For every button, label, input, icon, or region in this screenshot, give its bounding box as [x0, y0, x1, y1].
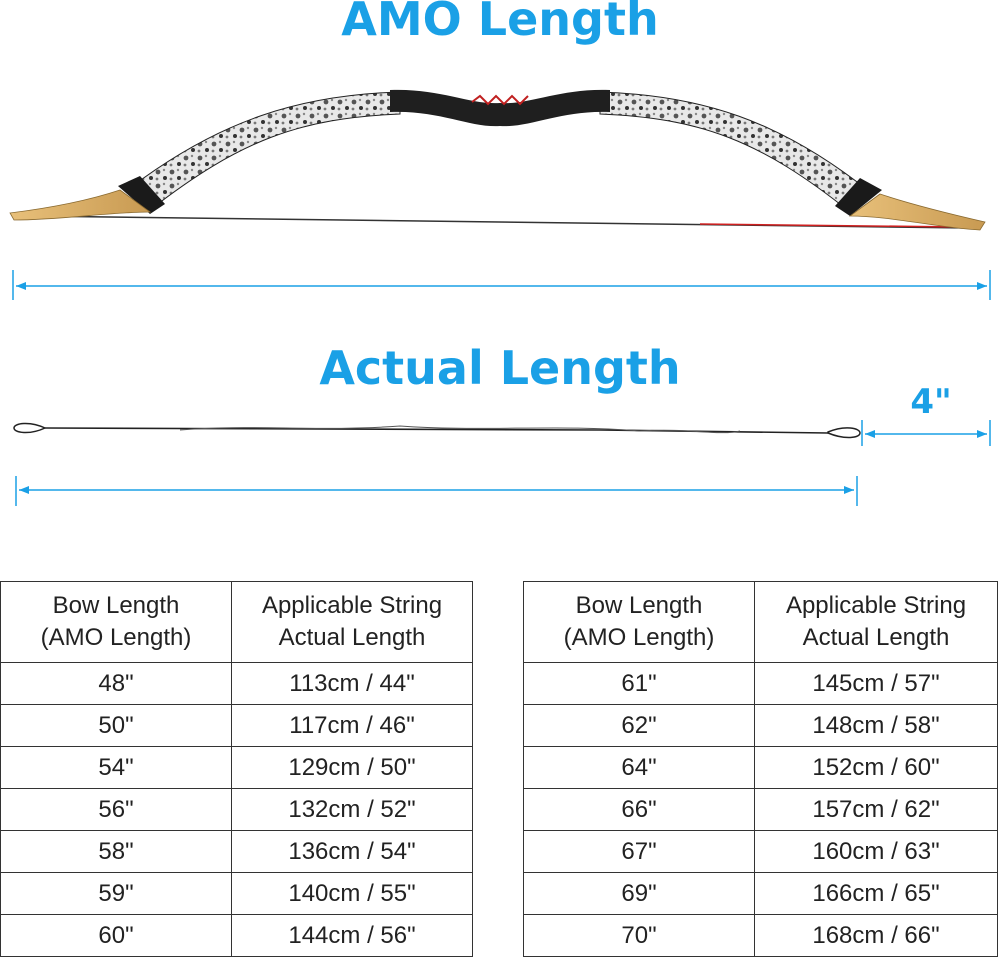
bow-right-limb [599, 91, 871, 213]
string-length-cell: 144cm / 56" [231, 914, 473, 957]
string-length-cell: 157cm / 62" [754, 788, 998, 831]
bow-length-cell: 61" [523, 662, 755, 705]
string-length-cell: 140cm / 55" [231, 872, 473, 915]
amo-length-arrow [12, 270, 991, 300]
string-length-cell: 166cm / 65" [754, 872, 998, 915]
left-limb-wrap [118, 176, 165, 214]
bow-left-limb [129, 91, 401, 211]
string-length-cell: 117cm / 46" [231, 704, 473, 747]
table-header-row: Bow Length(AMO Length) Applicable String… [0, 581, 473, 663]
bow-length-cell: 48" [0, 662, 232, 705]
string-length-cell: 132cm / 52" [231, 788, 473, 831]
table-row: 54"129cm / 50" [0, 746, 473, 789]
bowstring-red-section [699, 223, 961, 228]
amo-length-heading: AMO Length [341, 0, 659, 46]
string-length-cell: 145cm / 57" [754, 662, 998, 705]
right-bow-tip [848, 193, 986, 231]
bow-length-cell: 58" [0, 830, 232, 873]
actual-length-arrow [15, 476, 858, 506]
bow-length-cell: 54" [0, 746, 232, 789]
string-length-cell: 152cm / 60" [754, 746, 998, 789]
bow-length-cell: 60" [0, 914, 232, 957]
table-row: 64"152cm / 60" [523, 746, 998, 789]
string-length-cell: 113cm / 44" [231, 662, 473, 705]
string-length-cell: 136cm / 54" [231, 830, 473, 873]
table-row: 50"117cm / 46" [0, 704, 473, 747]
actual-length-heading: Actual Length [319, 341, 681, 395]
bow-length-cell: 66" [523, 788, 755, 831]
bow-length-cell: 56" [0, 788, 232, 831]
table-row: 66"157cm / 62" [523, 788, 998, 831]
table-row: 67"160cm / 63" [523, 830, 998, 873]
string-length-cell: 148cm / 58" [754, 704, 998, 747]
header-bow-length: Bow Length(AMO Length) [523, 581, 755, 663]
bow-length-cell: 64" [523, 746, 755, 789]
table-row: 70"168cm / 66" [523, 914, 998, 957]
size-table-right: Bow Length(AMO Length) Applicable String… [523, 581, 998, 957]
table-row: 48"113cm / 44" [0, 662, 473, 705]
size-table-left: Bow Length(AMO Length) Applicable String… [0, 581, 473, 957]
table-body: 48"113cm / 44"50"117cm / 46"54"129cm / 5… [0, 662, 473, 957]
bow-length-cell: 70" [523, 914, 755, 957]
string-illustration [13, 422, 861, 439]
left-bow-tip [9, 189, 152, 221]
grip-wrap-detail [471, 94, 529, 106]
table-row: 62"148cm / 58" [523, 704, 998, 747]
table-row: 56"132cm / 52" [0, 788, 473, 831]
gap-arrow [861, 420, 991, 446]
header-bow-length: Bow Length(AMO Length) [0, 581, 232, 663]
table-row: 61"145cm / 57" [523, 662, 998, 705]
string-length-cell: 168cm / 66" [754, 914, 998, 957]
gap-label: 4" [910, 382, 952, 422]
table-row: 60"144cm / 56" [0, 914, 473, 957]
bow-length-cell: 67" [523, 830, 755, 873]
table-row: 59"140cm / 55" [0, 872, 473, 915]
table-body: 61"145cm / 57"62"148cm / 58"64"152cm / 6… [523, 662, 998, 957]
table-header-row: Bow Length(AMO Length) Applicable String… [523, 581, 998, 663]
string-length-cell: 129cm / 50" [231, 746, 473, 789]
bow-length-cell: 50" [0, 704, 232, 747]
table-row: 69"166cm / 65" [523, 872, 998, 915]
bow-grip [390, 89, 610, 127]
bow-length-cell: 62" [523, 704, 755, 747]
bow-length-cell: 59" [0, 872, 232, 915]
table-row: 58"136cm / 54" [0, 830, 473, 873]
right-limb-wrap [835, 178, 882, 216]
bow-length-cell: 69" [523, 872, 755, 915]
string-length-cell: 160cm / 63" [754, 830, 998, 873]
